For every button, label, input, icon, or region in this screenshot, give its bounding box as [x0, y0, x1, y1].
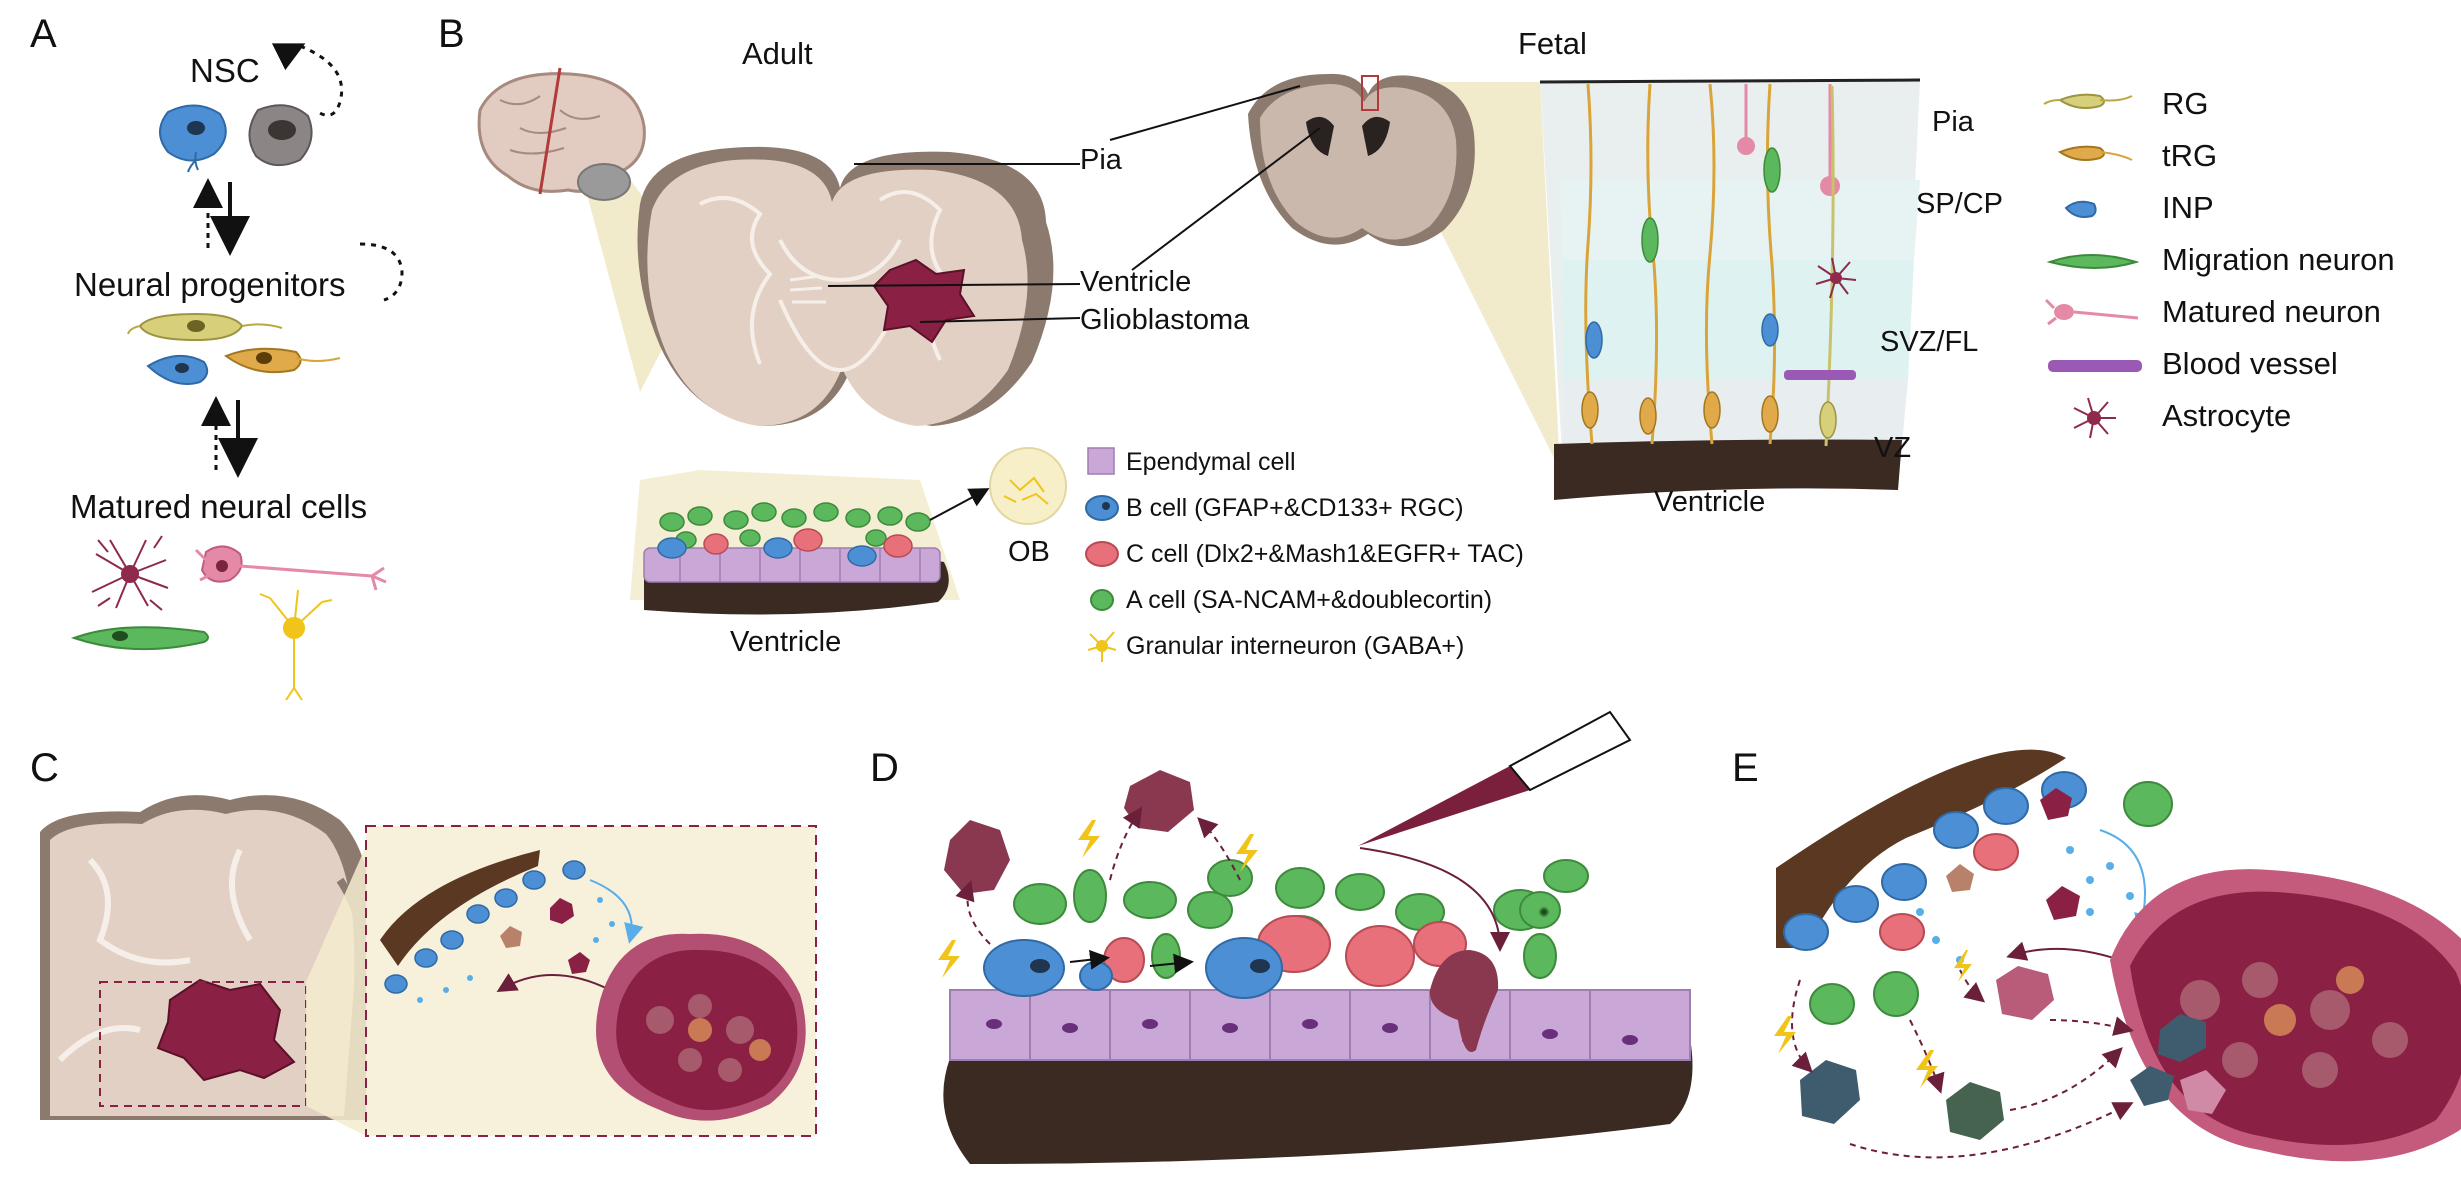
legend-trg-icon — [2057, 145, 2133, 161]
legend-trg-label: tRG — [2162, 138, 2218, 173]
legend-matured-neuron-icon — [2044, 298, 2139, 326]
matured-neural-cells-label: Matured neural cells — [70, 488, 368, 525]
fetal-cortex-layers — [1539, 78, 1921, 500]
legend-migration-neuron-icon — [2046, 254, 2140, 269]
fetal-legend-icons — [2043, 93, 2142, 439]
mature-neuron-icon — [194, 545, 387, 591]
olfactory-bulb-icon — [989, 447, 1067, 525]
panel-c-diagram — [40, 795, 817, 1137]
progenitor-self-renewal-arrow — [359, 242, 404, 302]
legend-ependymal-label: Ependymal cell — [1126, 448, 1296, 476]
vz-label: VZ — [1874, 432, 1912, 464]
pia-adult-label: Pia — [1080, 144, 1122, 176]
sp-cp-label: SP/CP — [1916, 188, 2004, 220]
legend-astrocyte-icon — [2073, 397, 2116, 439]
legend-c-cell-icon — [1085, 541, 1119, 567]
nsc-label: NSC — [190, 52, 260, 89]
ob-label: OB — [1008, 536, 1050, 568]
panel-e-letter: E — [1732, 746, 1759, 790]
ventricle-fetal-label: Ventricle — [1654, 486, 1766, 518]
legend-granular-interneuron-label: Granular interneuron (GABA+) — [1126, 632, 1465, 660]
legend-rg-icon — [2043, 93, 2133, 109]
progenitor-trg-cell-icon — [223, 347, 341, 374]
adult-svz-niche-diagram — [643, 447, 1067, 615]
legend-b-cell-icon — [1085, 495, 1119, 521]
legend-a-cell-label: A cell (SA-NCAM+&doublecortin) — [1126, 586, 1493, 614]
legend-granular-interneuron-icon — [1087, 631, 1117, 662]
panel-b-adult-diagram — [477, 66, 1081, 615]
panel-a-diagram — [70, 31, 404, 701]
legend-inp-label: INP — [2162, 190, 2214, 225]
nsc-blue-cell-icon — [159, 104, 227, 173]
glioblastoma-label: Glioblastoma — [1080, 304, 1250, 336]
fetal-blood-vessel — [1784, 370, 1856, 380]
mature-migration-neuron-icon — [70, 626, 209, 651]
pia-fetal-label: Pia — [1932, 106, 1974, 138]
panel-b-fetal-diagram — [1109, 73, 1921, 500]
panel-d-letter: D — [870, 746, 899, 790]
svz-legend-icons — [1085, 447, 1119, 662]
legend-b-cell-label: B cell (GFAP+&CD133+ RGC) — [1126, 494, 1464, 522]
fetal-label: Fetal — [1518, 26, 1587, 61]
legend-rg-label: RG — [2162, 86, 2209, 121]
legend-ependymal-icon — [1087, 447, 1115, 475]
progenitor-rg-cell-icon — [127, 312, 283, 342]
legend-matured-neuron-label: Matured neuron — [2162, 294, 2381, 329]
panel-d-diagram — [938, 710, 1693, 1164]
fetal-brain-section — [1248, 73, 1475, 247]
legend-a-cell-icon — [1090, 589, 1114, 611]
legend-c-cell-label: C cell (Dlx2+&Mash1&EGFR+ TAC) — [1126, 540, 1524, 568]
nsc-grey-cell-icon — [248, 104, 313, 167]
svz-fl-label: SVZ/FL — [1880, 326, 1979, 358]
panel-e-diagram — [1774, 749, 2461, 1162]
panel-d-pipette-icon — [1358, 710, 1632, 846]
mature-granular-interneuron-icon — [259, 589, 333, 701]
legend-migration-neuron-label: Migration neuron — [2162, 242, 2395, 277]
legend-blood-vessel-icon — [2048, 360, 2142, 372]
ventricle-svz-label: Ventricle — [730, 626, 842, 658]
nsc-self-renewal-arrow — [299, 44, 344, 117]
legend-blood-vessel-label: Blood vessel — [2162, 346, 2338, 381]
legend-inp-icon — [2064, 200, 2097, 218]
progenitor-inp-cell-icon — [146, 355, 209, 385]
neural-progenitors-label: Neural progenitors — [74, 266, 346, 303]
panel-d-tumor-cell — [1429, 950, 1499, 1052]
panel-b-letter: B — [438, 12, 465, 56]
panel-c-tumor — [156, 978, 296, 1082]
glioblastoma-mass — [872, 258, 976, 344]
mature-astrocyte-icon — [91, 535, 169, 611]
panel-a-letter: A — [30, 12, 57, 56]
small-brain-icon — [477, 67, 646, 201]
panel-c-letter: C — [30, 746, 59, 790]
legend-astrocyte-label: Astrocyte — [2162, 398, 2292, 433]
adult-label: Adult — [742, 36, 813, 71]
ventricle-adult-label: Ventricle — [1080, 266, 1192, 298]
